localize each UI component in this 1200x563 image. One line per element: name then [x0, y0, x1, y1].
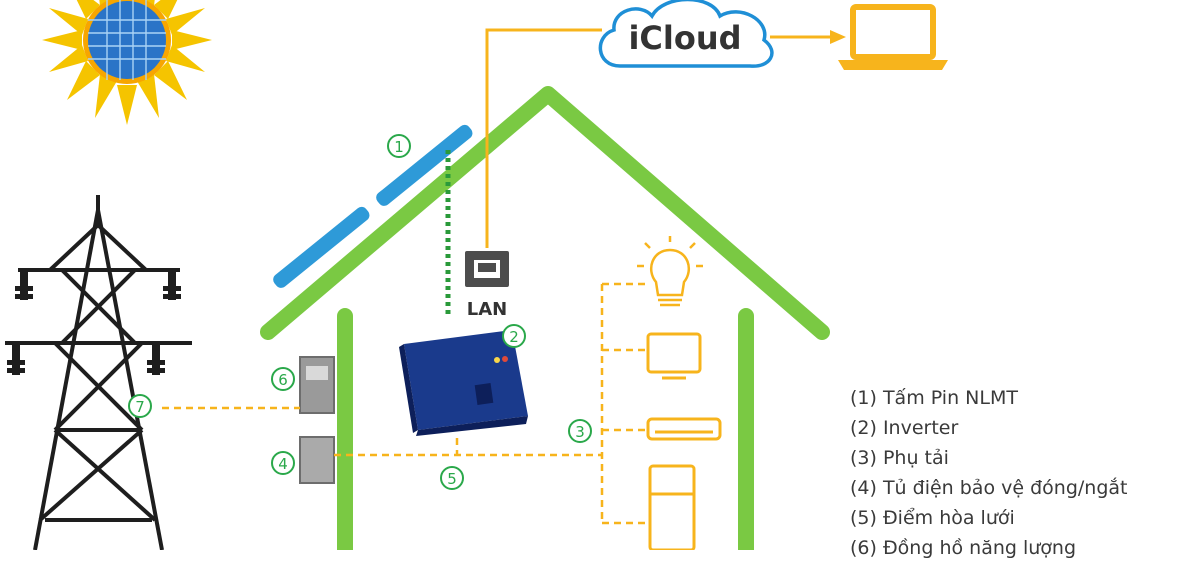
- legend-item-4: (4) Tủ điện bảo vệ đóng/ngắt: [850, 477, 1128, 499]
- air-conditioner-icon: [646, 417, 722, 441]
- laptop-icon: [838, 4, 948, 70]
- marker-2: 2: [502, 324, 526, 348]
- cloud-label: iCloud: [628, 19, 741, 57]
- svg-text:1: 1: [394, 138, 404, 156]
- svg-text:7: 7: [135, 398, 145, 416]
- svg-text:6: 6: [278, 371, 288, 389]
- legend-item-6: (6) Đồng hồ năng lượng: [850, 537, 1077, 559]
- marker-7: 7: [128, 394, 152, 418]
- svg-text:5: 5: [447, 470, 457, 488]
- legend: (1) Tấm Pin NLMT (2) Inverter (3) Phụ tả…: [850, 383, 1200, 563]
- arrow-icon: [830, 30, 846, 44]
- protection-cabinet-icon: [299, 436, 335, 484]
- house-outline: [260, 86, 830, 550]
- inverter-icon: [399, 330, 528, 436]
- svg-text:3: 3: [575, 423, 585, 441]
- lan-port-icon: [465, 251, 509, 287]
- legend-item-2: (2) Inverter: [850, 417, 959, 439]
- network-line: [485, 28, 832, 248]
- svg-text:4: 4: [278, 455, 288, 473]
- legend-item-5: (5) Điểm hòa lưới: [850, 507, 1015, 529]
- svg-text:2: 2: [509, 328, 519, 346]
- ac-wiring: [162, 282, 650, 525]
- light-bulb-icon: [637, 236, 703, 307]
- marker-3: 3: [568, 419, 592, 443]
- cloud-icon: [598, 0, 774, 68]
- refrigerator-icon: [648, 464, 696, 550]
- solar-system-diagram: iCloud LAN: [5, 0, 1127, 559]
- energy-meter-icon: [299, 356, 335, 414]
- marker-1: 1: [387, 134, 411, 158]
- power-tower-icon: [5, 195, 192, 550]
- marker-5: 5: [440, 466, 464, 490]
- tv-icon: [646, 332, 702, 380]
- solar-panels: [273, 124, 473, 288]
- lan-label: LAN: [467, 299, 507, 320]
- legend-item-1: (1) Tấm Pin NLMT: [850, 387, 1018, 409]
- marker-6: 6: [271, 367, 295, 391]
- marker-4: 4: [271, 451, 295, 475]
- sun-icon: [42, 0, 212, 125]
- legend-item-3: (3) Phụ tải: [850, 447, 949, 469]
